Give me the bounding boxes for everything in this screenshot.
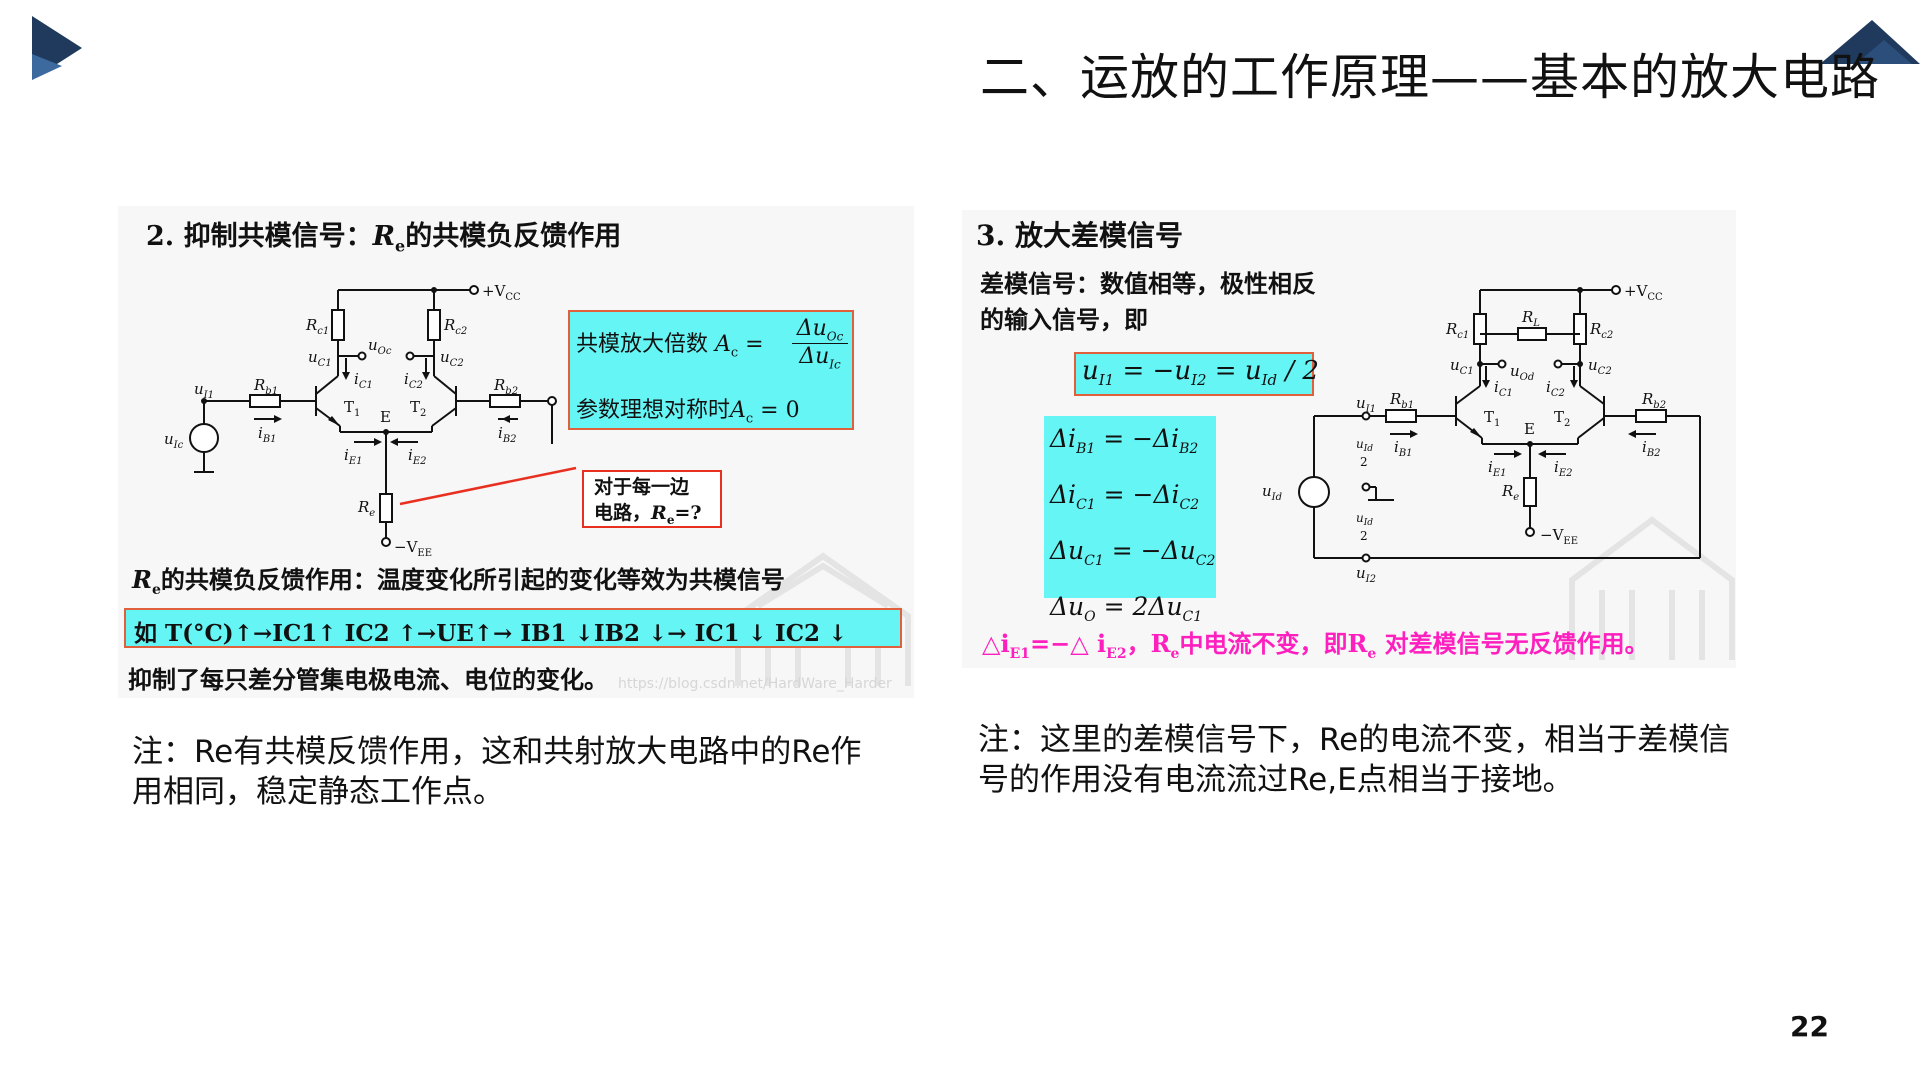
- svg-text:uC1: uC1: [1450, 356, 1474, 377]
- common-mode-circuit-diagram: +VCC −VEE Rc1 Rc2 Rb1 Rb2 Re T1 T2 E uOc…: [164, 282, 577, 559]
- svg-text:T2: T2: [1554, 408, 1570, 429]
- suppression-text: 抑制了每只差分管集电极电流、电位的变化。: [128, 665, 608, 694]
- left-note: 注：Re有共模反馈作用，这和共射放大电路中的Re作用相同，稳定静态工作点。: [132, 734, 862, 810]
- svg-text:uId: uId: [1262, 482, 1282, 503]
- differential-mode-circuit-diagram: +VCC −VEE Rc1 Rc2 RL Rb1 Rb2 Re T1 T2 E …: [1262, 282, 1701, 585]
- svg-text:uId: uId: [1356, 437, 1373, 454]
- svg-text:iB2: iB2: [1642, 438, 1661, 459]
- right-description: 差模信号：数值相等，极性相反 的输入信号，即: [980, 269, 1316, 334]
- equation-3: ΔuC1 = −ΔuC2: [1050, 536, 1216, 569]
- left-figure-panel: 2. 抑制共模信号：Re的共模负反馈作用: [118, 206, 914, 698]
- svg-text:Re: Re: [357, 498, 375, 519]
- equation-1: ΔiB1 = −ΔiB2: [1050, 424, 1199, 457]
- svg-text:E: E: [1524, 420, 1535, 438]
- svg-text:iE2: iE2: [408, 446, 426, 467]
- svg-text:Rc1: Rc1: [1445, 320, 1469, 341]
- gain-fraction: ΔuOc ΔuIc: [792, 316, 848, 372]
- svg-text:+VCC: +VCC: [1624, 282, 1663, 303]
- svg-text:+VCC: +VCC: [482, 282, 521, 303]
- svg-text:iC2: iC2: [404, 370, 423, 391]
- differential-conclusion: △iE1=−△ iE2，Re中电流不变，即Re 对差模信号无反馈作用。: [982, 629, 1649, 662]
- svg-text:Rb1: Rb1: [253, 376, 278, 397]
- svg-text:iB1: iB1: [258, 424, 277, 445]
- svg-text:uOc: uOc: [368, 336, 392, 357]
- equation-2: ΔiC1 = −ΔiC2: [1050, 480, 1200, 513]
- svg-text:2: 2: [1360, 455, 1368, 469]
- svg-text:T1: T1: [344, 398, 360, 419]
- common-mode-gain-box: 共模放大倍数 Ac = ΔuOc ΔuIc 参数理想对称时Ac = 0: [568, 310, 854, 430]
- svg-text:−VEE: −VEE: [394, 538, 432, 559]
- svg-text:uC2: uC2: [440, 348, 464, 369]
- svg-text:Rc1: Rc1: [305, 316, 329, 337]
- svg-text:E: E: [380, 408, 391, 426]
- gain-line-1: 共模放大倍数 Ac =: [576, 332, 764, 361]
- svg-text:iB1: iB1: [1394, 438, 1413, 459]
- gain-line-2: 参数理想对称时Ac = 0: [576, 398, 800, 427]
- svg-text:uI1: uI1: [1356, 394, 1376, 415]
- equation-4: ΔuO = 2ΔuC1: [1050, 592, 1203, 625]
- right-figure-panel: 3. 放大差模信号 差模信号：数值相等，极性相反 的输入信号，即 uI1 = −…: [962, 210, 1736, 668]
- svg-text:Rb2: Rb2: [1641, 390, 1666, 411]
- svg-text:iE1: iE1: [1488, 458, 1506, 479]
- svg-text:uI1: uI1: [194, 380, 214, 401]
- corner-decoration-icon: [1820, 20, 1920, 64]
- svg-text:iC1: iC1: [1494, 378, 1513, 399]
- temperature-chain-box: 如 T(°C)↑→IC1↑ IC2 ↑→UE↑→ IB1 ↓IB2 ↓→ IC1…: [124, 608, 902, 648]
- svg-text:Re: Re: [1501, 482, 1519, 503]
- svg-text:Rb1: Rb1: [1389, 390, 1414, 411]
- right-heading: 3. 放大差模信号: [976, 219, 1183, 252]
- source-watermark: https://blog.csdn.net/HardWare_Harder: [618, 676, 892, 692]
- svg-text:uI2: uI2: [1356, 564, 1376, 585]
- svg-text:RL: RL: [1521, 308, 1540, 329]
- svg-text:2: 2: [1360, 529, 1368, 543]
- re-question-box: 对于每一边 电路，Re=?: [582, 470, 722, 528]
- svg-text:uC1: uC1: [308, 348, 332, 369]
- svg-text:iE2: iE2: [1554, 458, 1572, 479]
- svg-text:iE1: iE1: [344, 446, 362, 467]
- svg-text:uOd: uOd: [1510, 362, 1534, 383]
- svg-text:uIc: uIc: [164, 430, 184, 451]
- svg-text:iC2: iC2: [1546, 378, 1565, 399]
- slide-title: 二、运放的工作原理——基本的放大电路: [980, 49, 1881, 106]
- right-note: 注：这里的差模信号下，Re的电流不变，相当于差模信号的作用没有电流流过Re,E点…: [978, 722, 1731, 798]
- svg-text:iB2: iB2: [498, 424, 517, 445]
- svg-text:Rb2: Rb2: [493, 376, 518, 397]
- svg-text:T1: T1: [1484, 408, 1500, 429]
- svg-text:Rc2: Rc2: [1589, 320, 1613, 341]
- svg-text:uId: uId: [1356, 511, 1373, 528]
- svg-text:iC1: iC1: [354, 370, 373, 391]
- svg-text:T2: T2: [410, 398, 426, 419]
- svg-text:Rc2: Rc2: [443, 316, 467, 337]
- logo-triangle-icon: [32, 16, 82, 80]
- page-number: 22: [1790, 1010, 1829, 1043]
- svg-text:−VEE: −VEE: [1540, 526, 1578, 547]
- left-heading: 2. 抑制共模信号：Re的共模负反馈作用: [146, 221, 622, 256]
- building-watermark-right-icon: [1569, 516, 1735, 660]
- feedback-explanation: Re的共模负反馈作用：温度变化所引起的变化等效为共模信号: [132, 565, 785, 598]
- differential-input-formula: uI1 = −uI2 = uId / 2: [1074, 352, 1319, 396]
- svg-text:uC2: uC2: [1588, 356, 1612, 377]
- differential-equations-box: ΔiB1 = −ΔiB2 ΔiC1 = −ΔiC2 ΔuC1 = −ΔuC2 Δ…: [1044, 416, 1216, 625]
